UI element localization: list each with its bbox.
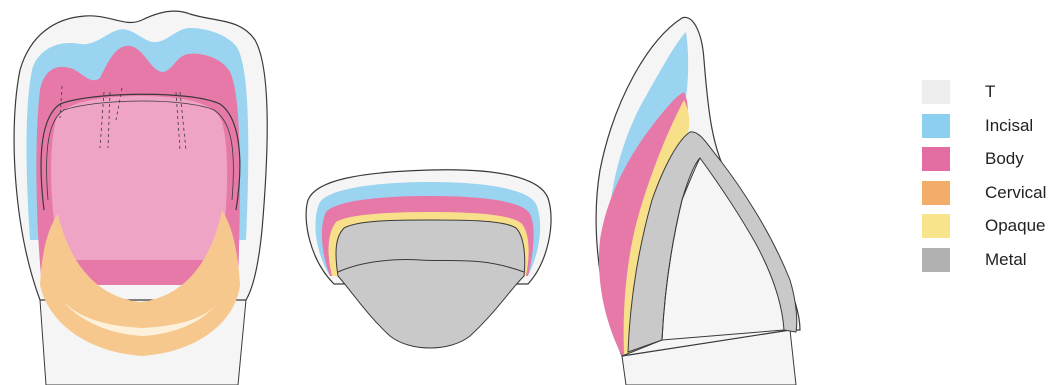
legend-swatch-body bbox=[922, 147, 950, 171]
legend-swatch-incisal bbox=[922, 114, 950, 138]
legend-item: Incisal bbox=[922, 114, 1046, 138]
legend-label: Incisal bbox=[985, 116, 1033, 136]
legend-swatch-metal bbox=[922, 248, 950, 272]
legend-item: Opaque bbox=[922, 214, 1046, 238]
legend-label: T bbox=[985, 82, 995, 102]
legend-item: Body bbox=[922, 147, 1046, 171]
legend-item: Metal bbox=[922, 248, 1046, 272]
legend: T Incisal Body Cervical Opaque Metal bbox=[922, 80, 1046, 281]
side-view-crown bbox=[596, 17, 800, 385]
legend-label: Opaque bbox=[985, 216, 1046, 236]
legend-swatch-t bbox=[922, 80, 950, 104]
front-view-crown bbox=[14, 11, 267, 385]
legend-label: Body bbox=[985, 149, 1024, 169]
front-body-center bbox=[51, 96, 227, 260]
incisal-metal-core bbox=[336, 220, 525, 348]
legend-item: Cervical bbox=[922, 181, 1046, 205]
legend-label: Cervical bbox=[985, 183, 1046, 203]
legend-label: Metal bbox=[985, 250, 1027, 270]
incisal-view-crown bbox=[306, 170, 551, 348]
legend-swatch-cervical bbox=[922, 181, 950, 205]
legend-item: T bbox=[922, 80, 1046, 104]
legend-swatch-opaque bbox=[922, 214, 950, 238]
